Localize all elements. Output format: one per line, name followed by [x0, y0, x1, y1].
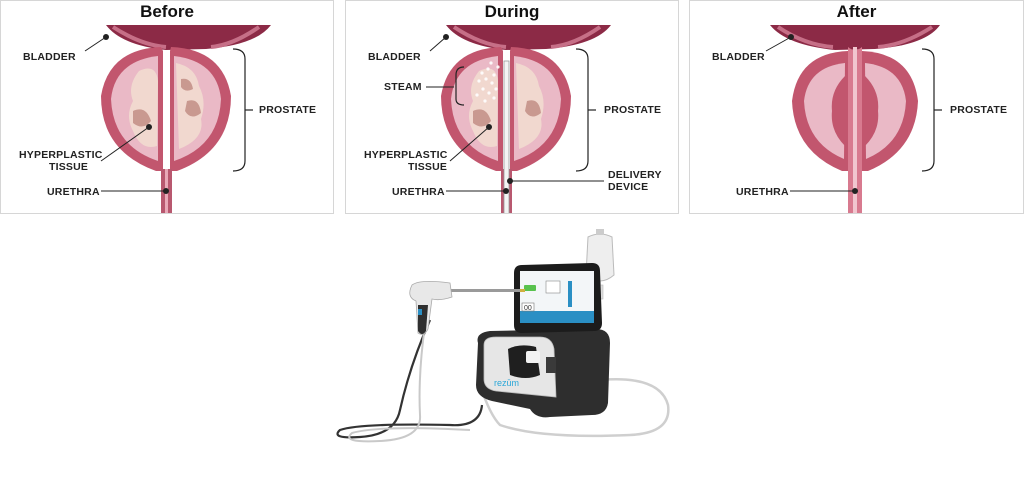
during-illustration	[426, 25, 611, 213]
before-panel: Before BLADDER PROSTATE HYPERPLASTIC TIS…	[0, 0, 334, 214]
device-svg: rezūm 00	[336, 229, 670, 443]
urethra-label: URETHRA	[392, 186, 445, 198]
prostate-label: PROSTATE	[259, 104, 317, 116]
panel-title: Before	[140, 2, 194, 21]
brand-text: rezūm	[494, 378, 519, 388]
hyperplastic-label: HYPERPLASTIC	[364, 149, 448, 161]
tissue-label: TISSUE	[408, 161, 448, 173]
during-panel: During BLADDER STEAM PROSTATE HYPERP	[345, 0, 679, 214]
tissue-label: TISSUE	[49, 161, 89, 173]
steam-label: STEAM	[384, 81, 422, 93]
screen-readout: 00	[524, 305, 532, 312]
urethra-label: URETHRA	[736, 186, 789, 198]
bladder-label: BLADDER	[712, 51, 765, 63]
panel-title: During	[484, 2, 540, 21]
delivery-label: DELIVERY	[608, 169, 662, 181]
rezum-system-illustration: rezūm 00	[300, 225, 720, 479]
device-label: DEVICE	[608, 181, 649, 193]
panel-title: After	[836, 2, 877, 21]
after-illustration	[765, 25, 942, 213]
prostate-label: PROSTATE	[950, 104, 1008, 116]
prostate-label: PROSTATE	[604, 104, 662, 116]
urethra-label: URETHRA	[47, 186, 100, 198]
bladder-label: BLADDER	[368, 51, 421, 63]
before-illustration	[84, 25, 271, 213]
after-panel: After BLADDER PROSTATE URETHRA	[689, 0, 1024, 214]
hyperplastic-label: HYPERPLASTIC	[19, 149, 103, 161]
bladder-label: BLADDER	[23, 51, 76, 63]
